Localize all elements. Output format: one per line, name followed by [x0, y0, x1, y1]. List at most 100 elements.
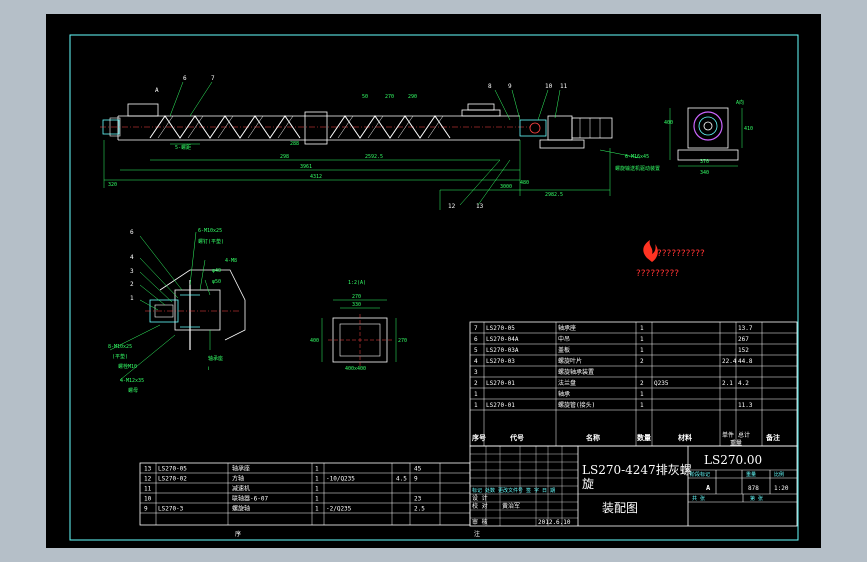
bom-lower-footer-right: 注 [474, 530, 480, 538]
label-13: 13 [476, 203, 484, 210]
bom-lower-qty: 1 [315, 466, 319, 473]
bom-upper-qty: 1 [640, 325, 644, 332]
bom-upper-qty: 1 [640, 402, 644, 409]
side-dim-340: 340 [700, 170, 709, 176]
dim-3961: 3961 [300, 164, 312, 170]
bom-upper-unit: 2.1 [722, 380, 733, 387]
bom-upper-code: LS270-01 [486, 380, 515, 387]
bom-upper-no: 1 [474, 391, 478, 398]
bom-lower-code: LS270-05 [158, 466, 187, 473]
tb-stage-val: A [706, 484, 711, 492]
bom-upper-no: 3 [474, 369, 478, 376]
bom-lower-qty: 1 [315, 506, 319, 513]
detail-label-4: 4 [130, 254, 134, 261]
bom-upper-name: 螺旋叶片 [558, 357, 582, 365]
detail-note-2: 螺钉(平垫) [198, 238, 224, 245]
bom-upper-total: 267 [738, 336, 749, 343]
detail-note-3: 4-M8 [225, 258, 237, 264]
tb-review: 审 核 [472, 518, 488, 526]
bom-upper-h-qty: 数量 [637, 433, 651, 442]
flame-icon [643, 240, 658, 262]
dim-288: 288 [290, 141, 299, 147]
bom-upper-mat: Q235 [654, 380, 669, 387]
detail-note-10: 螺母 [128, 387, 138, 394]
label-12: 12 [448, 203, 456, 210]
tb-weight-val: 878 [748, 485, 759, 492]
tb-scale: 比例 [774, 471, 784, 478]
detail-note-1: 6-M10x25 [198, 228, 222, 234]
tb-stage: 阶段标记 [690, 471, 710, 478]
bom-upper-total: 11.3 [738, 402, 753, 409]
bom-upper-name: 轴承座 [558, 324, 576, 332]
bom-lower-no: 12 [144, 476, 152, 483]
side-dim-370: 370 [700, 159, 709, 165]
bom-lower-footer-left: 序 [235, 530, 241, 538]
label-6: 6 [183, 75, 187, 82]
bom-upper-name: 盖板 [558, 346, 570, 354]
bom-lower-no: 10 [144, 496, 152, 503]
label-a: A [155, 87, 159, 94]
label-9: 9 [508, 83, 512, 90]
bom-lower-total: 9 [414, 476, 418, 483]
bom-upper-code: LS270-03A [486, 347, 519, 354]
bom-upper-no: 2 [474, 380, 478, 387]
bom-lower-mat: -10/Q235 [326, 476, 355, 483]
tb-sheets: 共 张 [692, 495, 705, 502]
bom-upper-h-total: 总计 [738, 431, 750, 439]
bom-upper-name: 法兰盘 [558, 379, 576, 387]
tb-sheet: 第 张 [750, 495, 763, 502]
bom-upper-qty: 2 [640, 358, 644, 365]
bom-upper-unit: 22.4 [722, 358, 737, 365]
bom-upper-no: 4 [474, 358, 478, 365]
bom-lower-name: 轴承座 [232, 465, 250, 473]
bom-upper-no: 5 [474, 347, 478, 354]
section-dim-270: 270 [352, 294, 361, 300]
bom-upper-qty: 1 [640, 347, 644, 354]
logo-line-2: ????????? [636, 269, 679, 279]
logo: ?????????? ????????? [636, 240, 705, 279]
bom-upper-no: 7 [474, 325, 478, 332]
tb-title-3: 装配图 [602, 501, 638, 515]
bom-lower-code: LS270-3 [158, 506, 184, 513]
bom-upper-no: 1 [474, 402, 478, 409]
side-view: A向 340 400 410 370 [664, 99, 753, 176]
note-bolts: 6-M16x45 [625, 154, 649, 160]
bom-upper-total: 4.2 [738, 380, 749, 387]
bom-upper-qty: 1 [640, 391, 644, 398]
dim-3000: 3000 [500, 184, 512, 190]
tb-title-1: LS270-4247排灰螺 [582, 463, 692, 477]
bom-lower-qty: 1 [315, 496, 319, 503]
section-dim-330: 330 [352, 302, 361, 308]
detail-label-3: 3 [130, 268, 134, 275]
bom-lower-no: 11 [144, 486, 152, 493]
bom-lower-name: 减速机 [232, 485, 250, 493]
bom-lower-unit: 4.5 [396, 476, 407, 483]
bom-lower-total: 45 [414, 466, 422, 473]
bom-lower-name: 螺旋轴 [232, 505, 250, 513]
side-dim-400: 400 [664, 120, 673, 126]
dim-480: 480 [520, 180, 529, 186]
bom-upper-code: LS270-01 [486, 402, 515, 409]
detail-view: 6 4 3 2 1 6-M10x25 螺钉(平垫) 4-M8 φ40 φ50 8… [108, 228, 246, 394]
section-title: 1:2(A) [348, 280, 366, 286]
detail-label-2: 2 [130, 281, 134, 288]
dim-298: 298 [280, 154, 289, 160]
label-8: 8 [488, 83, 492, 90]
bom-upper-h-code: 代号 [509, 433, 524, 442]
bom-upper-no: 6 [474, 336, 478, 343]
bom-upper-name: 螺旋轴承装置 [558, 368, 594, 376]
dim-pitch: 5-螺距 [175, 144, 191, 151]
detail-note-4: φ40 [212, 268, 221, 274]
tb-columns: 标记 处数 更改文件号 签 字 日 期 [472, 487, 555, 494]
bom-lower-qty: 1 [315, 476, 319, 483]
label-7: 7 [211, 75, 215, 82]
section-dim-400: 400 [310, 338, 319, 344]
detail-label-1: 1 [130, 295, 134, 302]
bom-lower-code: LS270-02 [158, 476, 187, 483]
detail-note-12: Ⅰ [208, 366, 209, 372]
bom-upper-qty: 1 [640, 336, 644, 343]
bom-upper-total: 13.7 [738, 325, 753, 332]
label-10: 10 [545, 83, 553, 90]
